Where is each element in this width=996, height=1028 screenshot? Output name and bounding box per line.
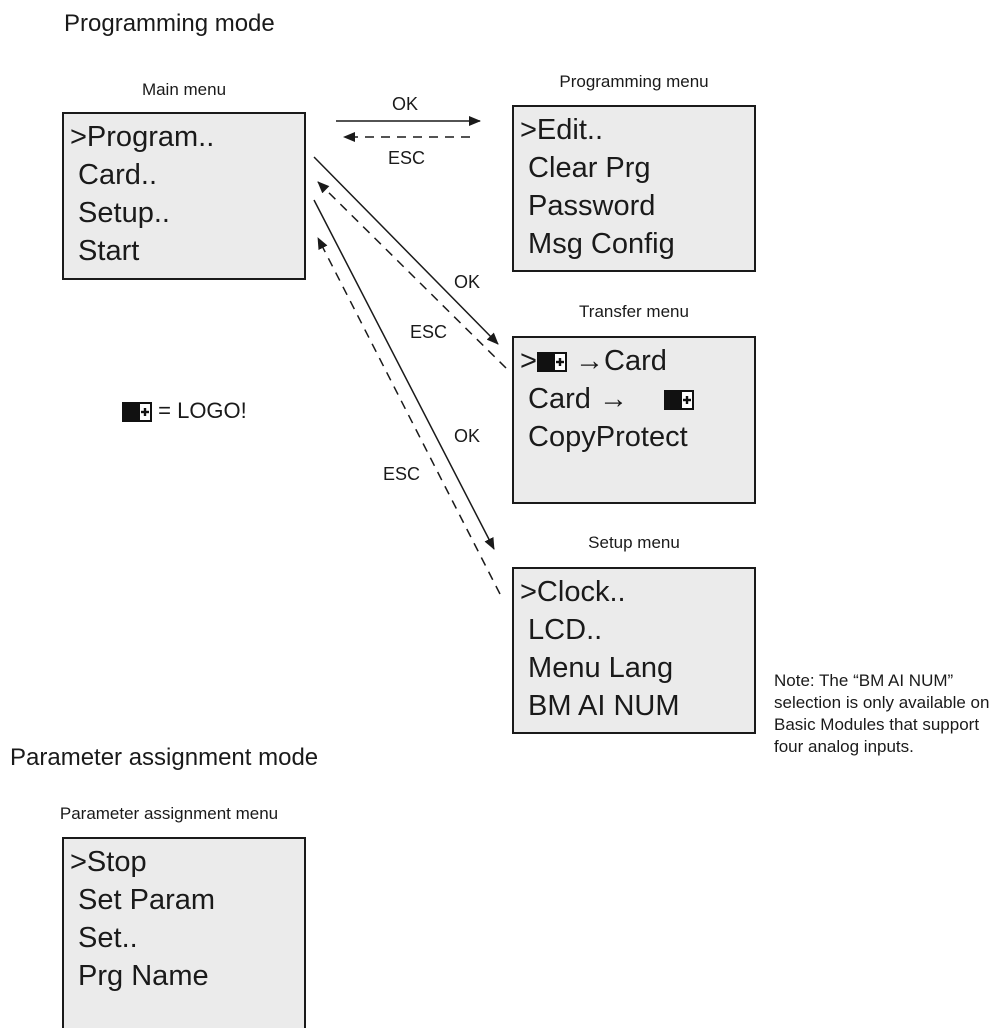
transfer-menu-item: CopyProtect bbox=[520, 421, 688, 453]
transfer-menu-display: > →Card Card → CopyProtect bbox=[512, 336, 756, 504]
setup-menu-caption: Setup menu bbox=[588, 533, 680, 552]
logo-module-icon bbox=[664, 390, 695, 411]
programming-menu-item: Msg Config bbox=[520, 228, 675, 260]
main-menu-display: >Program.. Card.. Setup.. Start bbox=[62, 112, 306, 280]
transfer-item-prefix: > bbox=[520, 345, 537, 377]
esc-label-transfer: ESC bbox=[410, 322, 448, 342]
ok-arrow-transfer bbox=[313, 156, 499, 345]
esc-label-programming: ESC bbox=[388, 148, 426, 168]
setup-menu-item: LCD.. bbox=[520, 614, 603, 646]
esc-arrow-transfer bbox=[317, 181, 507, 369]
main-menu-item: Setup.. bbox=[70, 197, 170, 229]
parameter-menu-item: Set Param bbox=[70, 884, 216, 916]
parameter-menu-display: >Stop Set Param Set.. Prg Name bbox=[62, 837, 306, 1028]
setup-menu-item: Menu Lang bbox=[520, 652, 674, 684]
transfer-menu-item: Card → bbox=[520, 380, 754, 418]
transfer-item-card-to: Card → bbox=[520, 383, 637, 415]
parameter-menu-item: Set.. bbox=[70, 922, 138, 954]
logo-module-icon bbox=[122, 402, 152, 423]
parameter-menu-item: Prg Name bbox=[70, 960, 209, 992]
ok-label-setup: OK bbox=[454, 426, 481, 446]
parameter-menu-item: >Stop bbox=[70, 846, 147, 878]
parameter-menu-caption: Parameter assignment menu bbox=[59, 804, 279, 823]
setup-menu-item: >Clock.. bbox=[520, 576, 626, 608]
main-menu-caption: Main menu bbox=[141, 80, 227, 99]
bm-ai-num-note: Note: The “BM AI NUM” selection is only … bbox=[774, 671, 990, 756]
programming-menu-item: Password bbox=[520, 190, 656, 222]
esc-label-setup: ESC bbox=[383, 464, 421, 484]
ok-arrow-setup bbox=[313, 199, 495, 550]
programming-menu-display: >Edit.. Clear Prg Password Msg Config bbox=[512, 105, 756, 272]
ok-label-transfer: OK bbox=[454, 272, 481, 292]
main-menu-item: >Program.. bbox=[70, 121, 215, 153]
esc-arrow-setup bbox=[317, 237, 501, 595]
logo-legend: = LOGO! bbox=[122, 398, 247, 424]
logo-module-icon bbox=[536, 352, 567, 373]
setup-menu-item: BM AI NUM bbox=[520, 690, 680, 722]
logo-legend-text: = LOGO! bbox=[158, 398, 247, 423]
programming-menu-item: Clear Prg bbox=[520, 152, 651, 184]
setup-menu-display: >Clock.. LCD.. Menu Lang BM AI NUM bbox=[512, 567, 756, 734]
main-menu-item: Start bbox=[70, 235, 140, 267]
ok-label-programming: OK bbox=[392, 94, 419, 114]
programming-menu-caption: Programming menu bbox=[559, 72, 709, 91]
transfer-menu-caption: Transfer menu bbox=[579, 302, 689, 321]
main-menu-item: Card.. bbox=[70, 159, 158, 191]
parameter-mode-title: Parameter assignment mode bbox=[10, 744, 319, 771]
transfer-item-to-card: →Card bbox=[566, 345, 667, 377]
transfer-menu-item: > →Card bbox=[520, 342, 754, 380]
programming-menu-item: >Edit.. bbox=[520, 114, 604, 146]
programming-mode-title: Programming mode bbox=[64, 10, 275, 37]
